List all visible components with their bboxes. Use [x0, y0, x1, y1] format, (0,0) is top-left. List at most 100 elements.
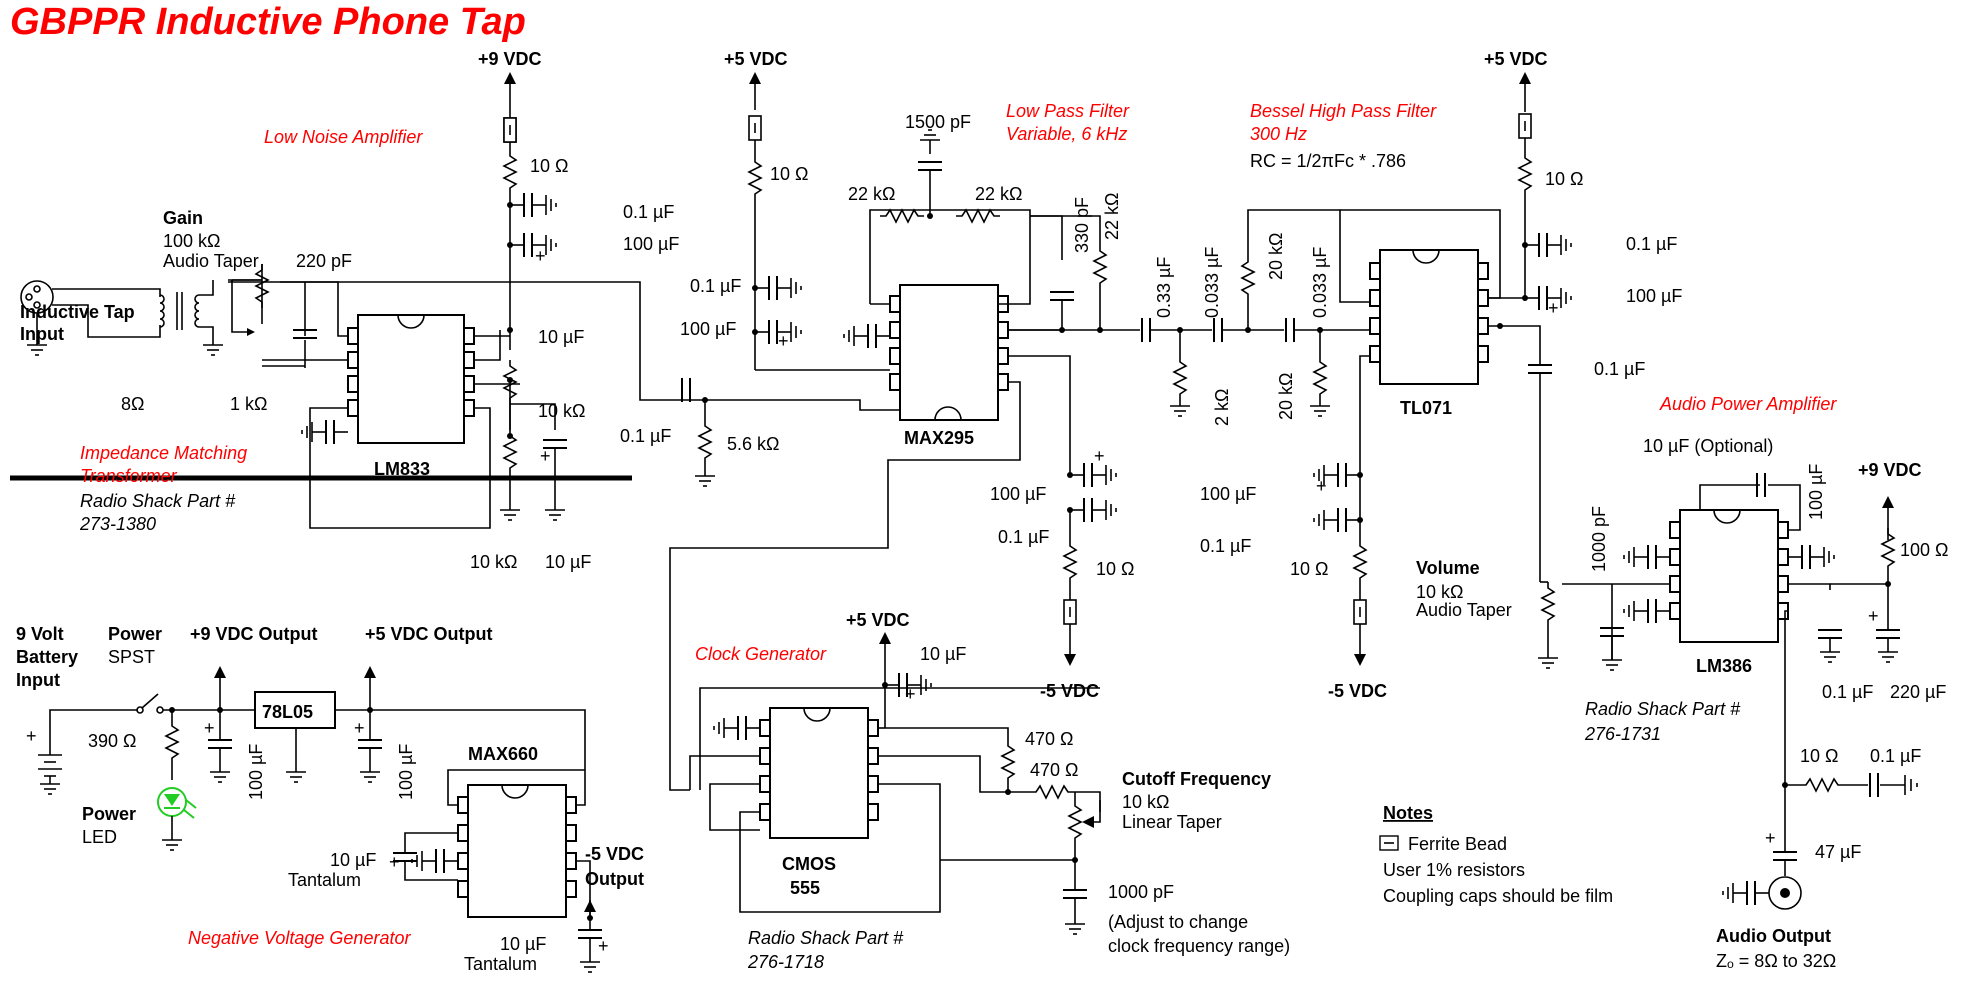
svg-text:78L05: 78L05: [262, 702, 313, 722]
text: 10 Ω: [1800, 746, 1838, 766]
text: Input: [20, 324, 64, 344]
svg-text:+: +: [354, 718, 365, 738]
label-low-pass-2: Variable, 6 kHz: [1006, 124, 1127, 144]
rail-label: +5 VDC: [846, 610, 910, 630]
input-jack: [20, 280, 161, 356]
text: 22 kΩ: [1102, 193, 1122, 240]
label-low-noise-amp: Low Noise Amplifier: [264, 127, 423, 147]
label-imp-2: Transformer: [80, 466, 178, 486]
text: 0.1 µF: [1200, 536, 1251, 556]
text: 390 Ω: [88, 731, 137, 751]
text: 470 Ω: [1025, 729, 1074, 749]
text: 10 kΩ: [1416, 582, 1463, 602]
svg-text:+: +: [598, 936, 609, 956]
text: 9 Volt: [16, 624, 64, 644]
battery: +: [26, 726, 62, 795]
text: 10 kΩ: [470, 552, 517, 572]
text: Tantalum: [288, 870, 361, 890]
svg-text:+: +: [535, 246, 546, 266]
text: 0.1 µF: [1822, 682, 1873, 702]
svg-text:+: +: [26, 726, 37, 746]
text: 20 kΩ: [1266, 233, 1286, 280]
text: LED: [82, 827, 117, 847]
svg-text:+: +: [1868, 606, 1879, 626]
text: 100 µF: [1200, 484, 1256, 504]
text: 10 µF: [538, 327, 584, 347]
text: 47 µF: [1815, 842, 1861, 862]
tl071-label: TL071: [1400, 398, 1452, 418]
text: 0.1 µF: [998, 527, 1049, 547]
text: clock frequency range): [1108, 936, 1290, 956]
text: 22 kΩ: [975, 184, 1022, 204]
svg-text:+: +: [1316, 476, 1327, 496]
text: Gain: [163, 208, 203, 228]
text: Power: [82, 804, 136, 824]
svg-text:+: +: [905, 684, 916, 704]
ferrite-bead-legend: [1379, 835, 1399, 851]
svg-text:+: +: [1094, 446, 1105, 466]
text: Audio Output: [1716, 926, 1831, 946]
text: 20 kΩ: [1276, 373, 1296, 420]
diagram-title: GBPPR Inductive Phone Tap: [10, 1, 526, 43]
text: 0.1 µF: [690, 276, 741, 296]
notes-caps: Coupling caps should be film: [1383, 886, 1613, 906]
label-hp-formula: RC = 1/2πFᴄ * .786: [1250, 151, 1406, 171]
text: 10 Ω: [1290, 559, 1328, 579]
text: 0.1 µF: [620, 426, 671, 446]
label-low-pass-1: Low Pass Filter: [1006, 101, 1130, 121]
text: Inductive Tap: [20, 302, 135, 322]
text: 470 Ω: [1030, 760, 1079, 780]
lm833-chip: LM833: [347, 314, 475, 479]
text: Audio Taper: [1416, 600, 1512, 620]
label-audio-amp: Audio Power Amplifier: [1659, 394, 1837, 414]
text: Volume: [1416, 558, 1480, 578]
text: Cutoff Frequency: [1122, 769, 1271, 789]
text: 100 µF: [1806, 464, 1826, 520]
notes-ferrite: Ferrite Bead: [1408, 834, 1507, 854]
text: 10 µF: [330, 850, 376, 870]
text: 10 µF: [500, 934, 546, 954]
svg-text:+: +: [389, 852, 400, 872]
cmos-555-chip: CMOS 555: [759, 707, 879, 898]
svg-text:+: +: [778, 331, 789, 351]
text: Audio Taper: [163, 251, 259, 271]
rail-label: +5 VDC: [724, 49, 788, 69]
text: SPST: [108, 647, 155, 667]
text: Radio Shack Part #: [748, 928, 904, 948]
text: 273-1380: [79, 514, 156, 534]
text: 10 µF: [545, 552, 591, 572]
impedance-transformer: [159, 280, 224, 356]
text: 10 Ω: [1096, 559, 1134, 579]
label-hp-1: Bessel High Pass Filter: [1250, 101, 1437, 121]
text: 100 µF: [623, 234, 679, 254]
text: 10 kΩ: [538, 401, 585, 421]
text: 0.1 µF: [1594, 359, 1645, 379]
notes-heading: Notes: [1383, 803, 1433, 823]
lm833-label: LM833: [374, 459, 430, 479]
text: 1000 pF: [1108, 882, 1174, 902]
power-switch: [136, 693, 164, 714]
lm386-label: LM386: [1696, 656, 1752, 676]
max660-chip: MAX660: [457, 744, 577, 918]
text: 10 kΩ: [1122, 792, 1169, 812]
text: 100 kΩ: [163, 231, 221, 251]
label-imp-1: Impedance Matching: [80, 443, 247, 463]
text: 5.6 kΩ: [727, 434, 779, 454]
text: 10 µF: [920, 644, 966, 664]
n555-label: 555: [790, 878, 820, 898]
svg-text:+: +: [540, 446, 551, 466]
text: 0.1 µF: [1626, 234, 1677, 254]
text: 276-1731: [1584, 724, 1661, 744]
regulator-78l05: 78L05: [254, 691, 336, 729]
rail-label: -5 VDC: [1328, 681, 1387, 701]
text: 0.1 µF: [623, 202, 674, 222]
text: 1000 pF: [1589, 506, 1609, 572]
text: 2 kΩ: [1212, 389, 1232, 426]
cmos-label: CMOS: [782, 854, 836, 874]
text: Linear Taper: [1122, 812, 1222, 832]
max660-label: MAX660: [468, 744, 538, 764]
text: 276-1718: [747, 952, 824, 972]
text: +5 VDC Output: [365, 624, 493, 644]
text: 10 µF (Optional): [1643, 436, 1773, 456]
text: -5 VDC: [585, 844, 644, 864]
